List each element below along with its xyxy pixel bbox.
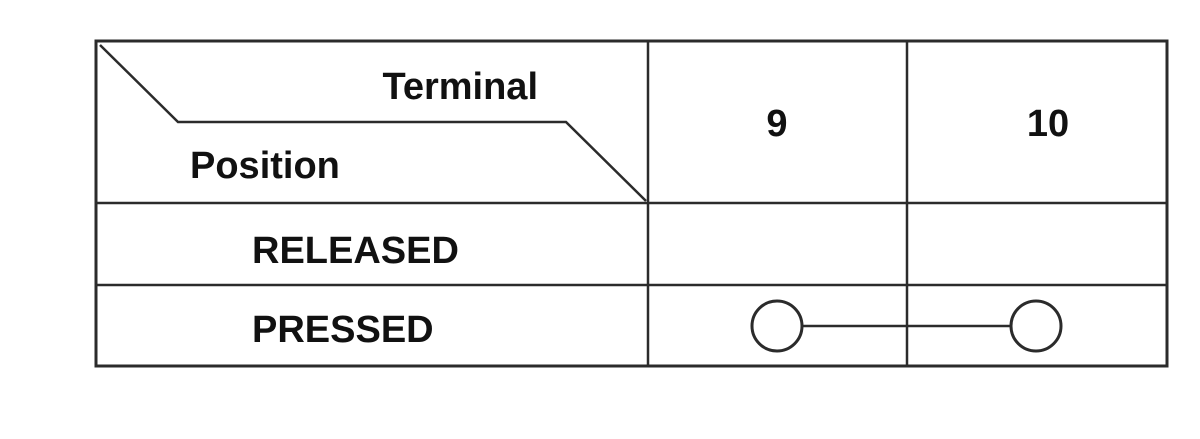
terminal-10-header: 10	[1027, 103, 1069, 145]
row-label-released: RELEASED	[252, 230, 459, 272]
row-label-pressed: PRESSED	[252, 309, 434, 351]
terminal-10-node-icon	[1009, 299, 1063, 353]
header-diagonal-divider	[99, 44, 647, 202]
position-header-label: Position	[190, 145, 340, 187]
terminal-9-node-icon	[750, 299, 804, 353]
continuity-connection-pressed	[750, 299, 1063, 353]
terminal-9-header: 9	[766, 103, 787, 145]
terminal-header-label: Terminal	[382, 66, 538, 108]
